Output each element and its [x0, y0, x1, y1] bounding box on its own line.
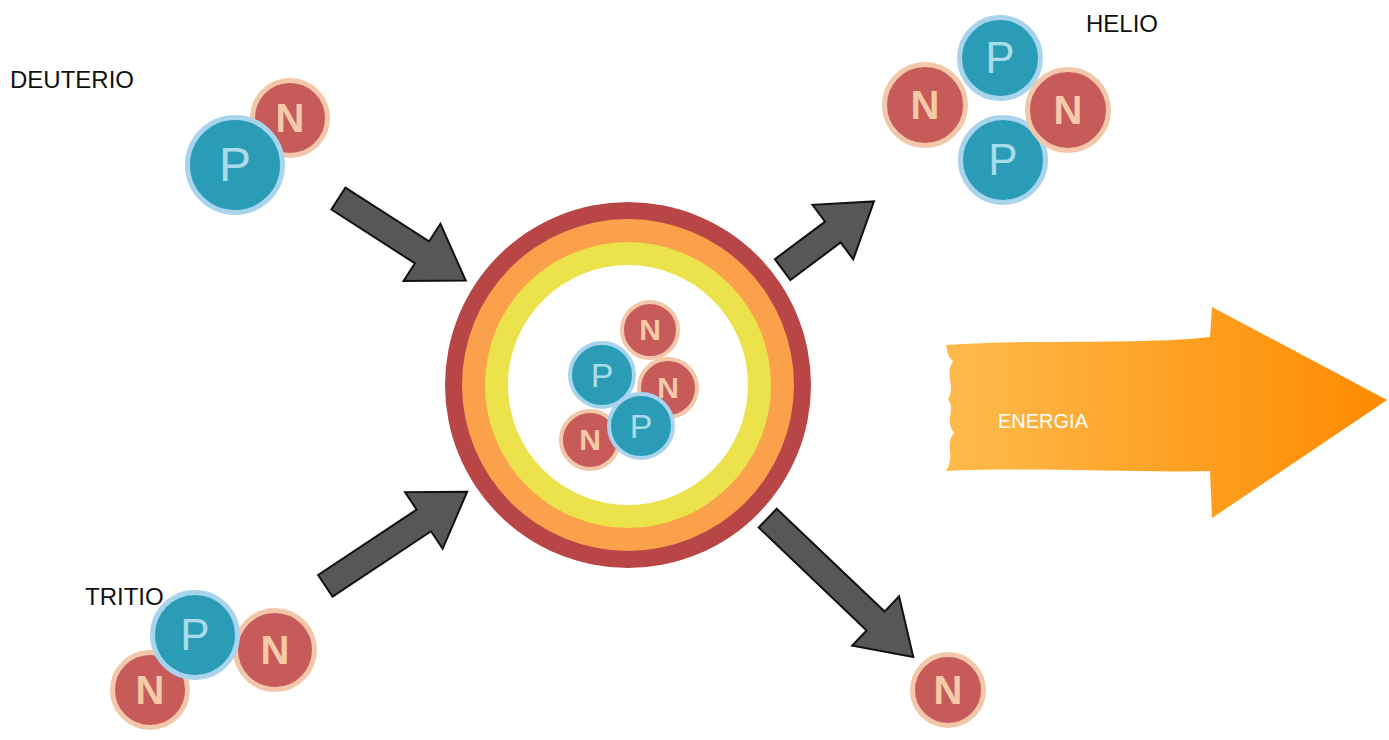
neutron-circle: N: [620, 300, 680, 360]
proton-letter: P: [988, 138, 1017, 182]
proton-letter: P: [985, 36, 1014, 80]
ring-band: [445, 202, 811, 568]
energy-arrow: ENERGIA: [940, 305, 1389, 520]
neutron-circle: N: [1025, 67, 1111, 153]
reaction-arrow: [318, 492, 467, 597]
reaction-arrow: [775, 201, 874, 280]
proton-letter: P: [180, 613, 209, 657]
energy-arrow-body: [946, 307, 1387, 518]
fusion-ring: NPNNP: [445, 202, 811, 568]
ring-band: [485, 242, 771, 528]
neutron-letter: N: [1054, 90, 1083, 130]
nucleus-label: TRITIO: [85, 585, 164, 609]
proton-letter: P: [219, 141, 251, 189]
proton-circle: P: [185, 115, 285, 215]
proton-letter: P: [630, 409, 653, 443]
ring-band: [508, 265, 748, 505]
neutron-letter: N: [261, 630, 290, 670]
neutron-circle: N: [910, 652, 986, 728]
energy-label: ENERGIA: [998, 411, 1088, 431]
proton-letter: P: [591, 358, 614, 392]
nucleus-label: HELIO: [1086, 12, 1158, 36]
proton-circle: P: [607, 392, 675, 460]
neutron-circle: N: [882, 62, 968, 148]
reaction-arrow: [331, 188, 465, 281]
neutron-letter: N: [579, 425, 601, 455]
neutron-letter: N: [276, 98, 305, 138]
nucleus-group: DEUTERIONP: [185, 78, 330, 215]
neutron-letter: N: [639, 315, 661, 345]
reaction-arrow: [759, 509, 914, 657]
neutron-letter: N: [911, 85, 940, 125]
neutron-circle: N: [233, 608, 317, 692]
nucleus-group: TRITIOPNN: [110, 590, 317, 730]
proton-circle: P: [150, 590, 240, 680]
neutron-letter: N: [934, 670, 963, 710]
nucleus-label: DEUTERIO: [10, 68, 134, 92]
nucleus-group: HELIOPNNP: [882, 15, 1111, 205]
neutron-letter: N: [136, 670, 165, 710]
ring-band: [462, 219, 794, 551]
